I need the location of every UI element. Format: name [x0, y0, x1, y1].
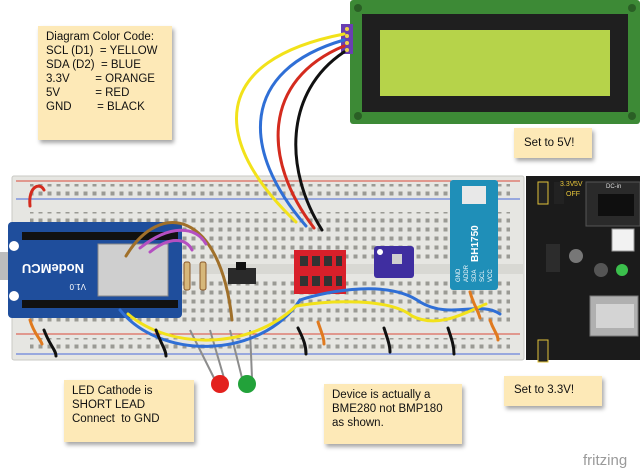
bh1750-pin-scl: SCL: [480, 270, 486, 282]
color-code-note: Diagram Color Code: SCL (D1) = YELLOW SD…: [38, 26, 172, 140]
power-label-dcin: DC-in: [606, 184, 621, 190]
bh1750-pin-sda: SDA: [472, 270, 478, 282]
set-33v-text: Set to 3.3V!: [514, 384, 575, 396]
lcd-display: [341, 0, 640, 124]
bh1750-sensor: BH1750 GND ADDR SDA SCL VCC: [450, 180, 498, 290]
bh1750-label: BH1750: [470, 225, 481, 262]
device-note-line-1: Device is actually a: [332, 389, 431, 401]
color-code-sda: SDA (D2) = BLUE: [46, 59, 141, 71]
power-label-5v: 5V: [574, 181, 583, 188]
device-note: Device is actually a BME280 not BMP180 a…: [324, 384, 462, 444]
color-code-title: Diagram Color Code:: [46, 31, 155, 43]
set-5v-text: Set to 5V!: [524, 137, 575, 149]
bmp180-module: [374, 246, 414, 278]
color-code-5v: 5V = RED: [46, 87, 130, 99]
nodemcu-version: V1.0: [69, 282, 86, 291]
device-note-line-2: BME280 not BMP180: [332, 403, 443, 415]
set-5v-note: Set to 5V!: [514, 128, 592, 158]
led-red: [189, 329, 229, 393]
nodemcu-label: NodeMCU: [22, 261, 84, 276]
power-label-33v: 3.3V: [560, 181, 575, 188]
slide-switch: [228, 262, 256, 284]
level-shifter: [294, 250, 346, 294]
wires: [28, 32, 502, 358]
resistors: [183, 261, 207, 291]
color-code-scl: SCL (D1) = YELLOW: [46, 45, 158, 57]
power-supply-module: 3.3V 5V OFF DC-in: [526, 176, 640, 363]
bh1750-pin-gnd: GND: [456, 268, 462, 282]
bh1750-pin-addr: ADDR: [464, 264, 470, 282]
color-code-gnd: GND = BLACK: [46, 101, 145, 113]
power-label-off: OFF: [566, 191, 580, 198]
fritzing-logo: fritzing: [583, 452, 628, 469]
color-code-33v: 3.3V = ORANGE: [46, 73, 155, 85]
device-note-line-3: as shown.: [332, 417, 384, 429]
led-note-line-2: SHORT LEAD: [72, 399, 146, 411]
set-33v-note: Set to 3.3V!: [504, 376, 602, 406]
nodemcu-board: NodeMCU V1.0: [0, 222, 182, 318]
led-cathode-note: LED Cathode is SHORT LEAD Connect to GND: [64, 380, 194, 442]
led-note-line-1: LED Cathode is: [72, 385, 153, 397]
bh1750-pin-vcc: VCC: [488, 269, 494, 282]
led-note-line-3: Connect to GND: [72, 413, 160, 425]
